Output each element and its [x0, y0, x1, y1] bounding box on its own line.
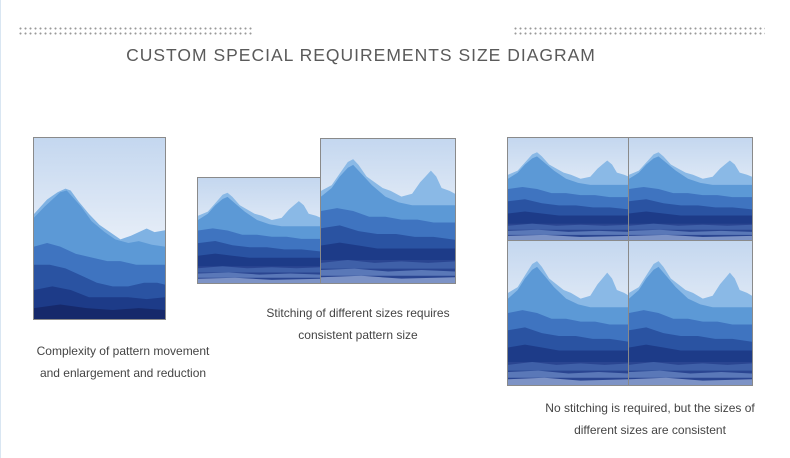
- stitched-large-panel: [320, 138, 456, 284]
- caption-line: Complexity of pattern movement: [36, 344, 210, 358]
- caption-line: different sizes are consistent: [574, 423, 726, 437]
- grid-panel-bottom-left: [507, 240, 630, 386]
- page-edge-line: [0, 0, 1, 458]
- caption-line: No stitching is required, but the sizes …: [545, 401, 755, 415]
- mountain-landscape-image: [508, 241, 629, 385]
- grid-panel-bottom-right: [628, 240, 753, 386]
- caption-stitched: Stitching of different sizes requires co…: [248, 302, 468, 346]
- grid-panel-top-left: [507, 137, 630, 241]
- stitched-small-panel: [197, 177, 322, 284]
- caption-line: consistent pattern size: [298, 328, 418, 342]
- page-title: CUSTOM SPECIAL REQUIREMENTS SIZE DIAGRAM: [126, 45, 596, 65]
- caption-line: and enlargement and reduction: [39, 366, 207, 380]
- caption-line: Stitching of different sizes requires: [266, 306, 450, 320]
- grid-panel-top-right: [628, 137, 753, 241]
- mountain-landscape-image: [198, 178, 321, 283]
- dotted-divider-right: [513, 26, 765, 36]
- mountain-landscape-image: [629, 241, 752, 385]
- mountain-landscape-image: [508, 138, 629, 240]
- single-pattern-panel: [33, 137, 166, 320]
- mountain-landscape-image: [34, 138, 165, 319]
- caption-grid: No stitching is required, but the sizes …: [530, 397, 770, 441]
- mountain-landscape-image: [629, 138, 752, 240]
- mountain-landscape-image: [321, 139, 455, 283]
- dotted-divider-left: [18, 26, 253, 36]
- caption-single-pattern: Complexity of pattern movement and enlar…: [18, 340, 228, 384]
